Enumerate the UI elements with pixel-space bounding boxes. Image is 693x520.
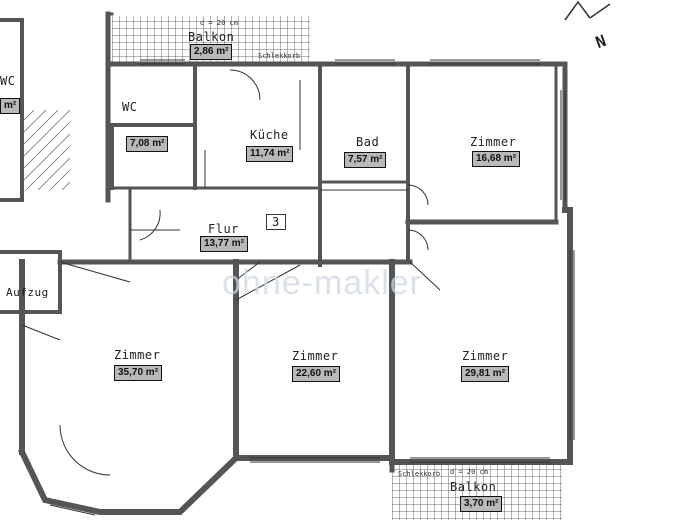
room-name-zimmer-s: Zimmer [292, 349, 339, 363]
aufzug-label: Aufzug [6, 286, 49, 299]
stairs-hatch [22, 110, 70, 190]
balkon-bottom-dim: d = 20 cm [450, 468, 488, 476]
walls [0, 11, 573, 515]
room-area-kueche: 11,74 m² [246, 146, 294, 162]
room-area-zimmer-sw: 35,70 m² [114, 365, 163, 381]
windows [49, 59, 575, 516]
left-area-fragment: m² [0, 98, 21, 114]
room-area-zimmer-ne: 16,68 m² [472, 151, 521, 167]
room-name-balkon-top: Balkon [188, 30, 235, 44]
wc-left-label: WC [0, 74, 16, 88]
schlekkorb-top: Schlekkorb [258, 52, 301, 60]
room-name-flur: Flur [208, 222, 239, 236]
doors [21, 69, 441, 476]
room-area-wc: 7,08 m² [126, 136, 169, 152]
room-name-zimmer-se: Zimmer [462, 349, 509, 363]
room-name-zimmer-sw: Zimmer [114, 348, 161, 362]
watermark: ohne-makler [222, 264, 422, 302]
room-name-balkon-bottom: Balkon [450, 480, 497, 494]
room-name-bad: Bad [356, 135, 380, 149]
room-number: 3 [266, 214, 286, 230]
schlekkorb-bottom: Schlekkorb [398, 470, 441, 478]
room-area-balkon-top: 2,86 m² [190, 44, 233, 60]
room-area-bad: 7,57 m² [344, 152, 387, 168]
room-area-balkon-bottom: 3,70 m² [460, 496, 503, 512]
room-area-flur: 13,77 m² [200, 236, 249, 252]
room-area-zimmer-se: 29,81 m² [461, 366, 510, 382]
north-arrow [564, 0, 611, 21]
room-name-zimmer-ne: Zimmer [470, 135, 517, 149]
room-name-wc: WC [122, 100, 138, 114]
room-name-kueche: Küche [250, 128, 289, 142]
room-area-zimmer-s: 22,60 m² [292, 366, 341, 382]
balkon-top-dim: d = 20 cm [200, 19, 238, 27]
